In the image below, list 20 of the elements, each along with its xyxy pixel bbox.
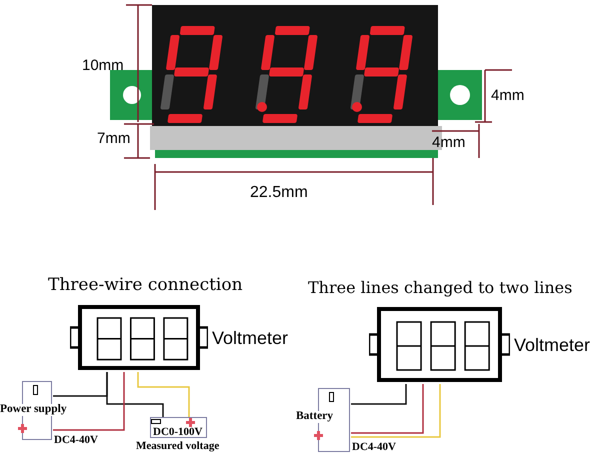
dimension-label: 7mm bbox=[97, 131, 130, 146]
section-heading: Three-wire connection bbox=[48, 277, 243, 294]
caption-label: Measured voltage bbox=[136, 441, 220, 452]
voltage-label: DC4-40V bbox=[54, 435, 98, 446]
dimension-label: 4mm bbox=[491, 88, 524, 103]
dimension-label: 4mm bbox=[432, 135, 466, 150]
wire bbox=[53, 372, 125, 431]
voltage-label: DC4-40V bbox=[352, 442, 396, 453]
device-label: Voltmeter bbox=[212, 326, 288, 350]
wire bbox=[351, 384, 424, 434]
dimension-label: 10mm bbox=[82, 58, 124, 73]
source-label: Power supply bbox=[0, 404, 67, 416]
wire bbox=[351, 384, 441, 438]
wire bbox=[137, 372, 190, 417]
dimension-label: 22.5mm bbox=[250, 185, 308, 201]
source-label: Battery bbox=[296, 411, 334, 422]
device-label: Voltmeter bbox=[514, 334, 590, 356]
wire bbox=[351, 384, 407, 405]
voltage-range-label: DC0-100V bbox=[153, 427, 202, 438]
wire bbox=[106, 372, 164, 417]
